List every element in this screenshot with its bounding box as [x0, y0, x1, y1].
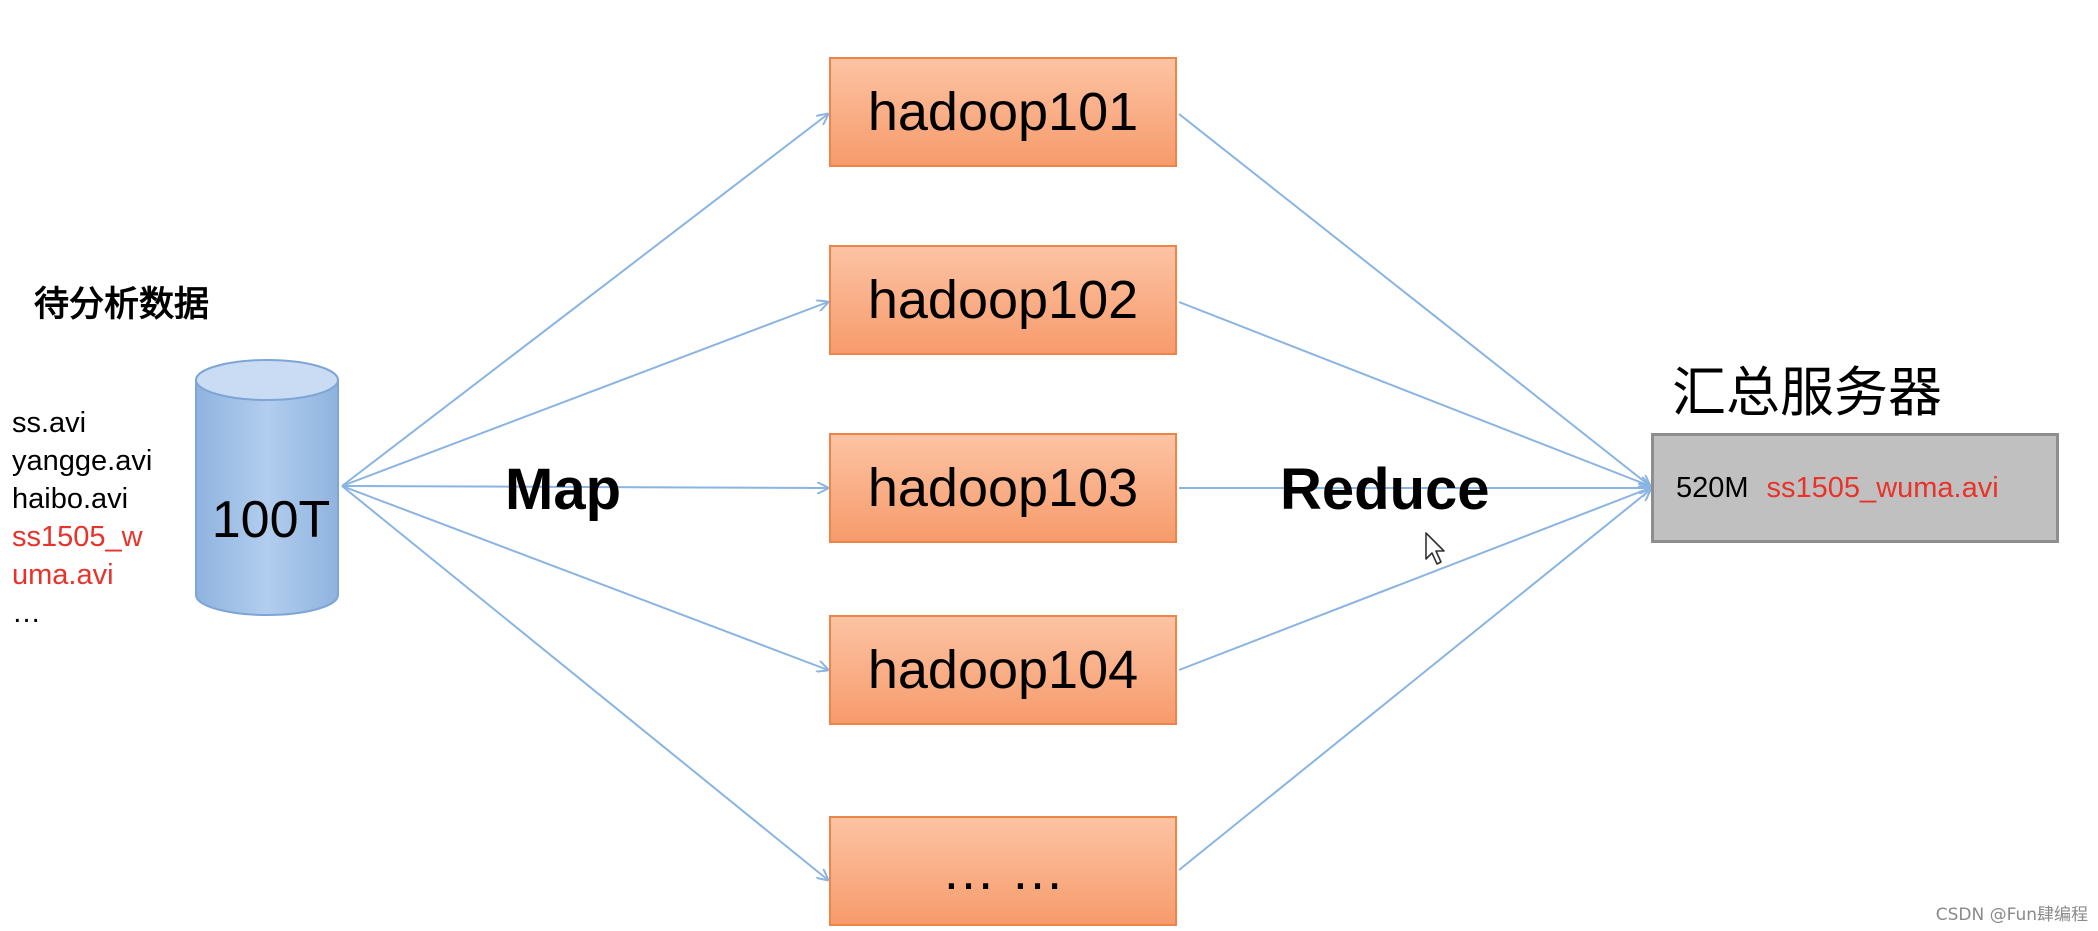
server-size: 520M	[1676, 471, 1749, 504]
reduce-stage-label: Reduce	[1280, 457, 1490, 522]
file-list: ss.avi yangge.avi haibo.avi ss1505_w uma…	[12, 404, 152, 632]
map-arrow-2	[341, 302, 828, 487]
database-label: 100T	[211, 491, 331, 549]
mouse-cursor-icon	[1425, 532, 1445, 565]
file-item-highlighted: uma.avi	[12, 559, 114, 591]
map-arrow-1	[341, 114, 828, 487]
source-title: 待分析数据	[34, 285, 210, 325]
reduce-arrow-5	[1178, 490, 1650, 871]
map-arrow-3	[341, 486, 828, 488]
map-stage-label: Map	[505, 457, 621, 522]
reduce-arrow-1	[1178, 113, 1650, 486]
map-arrow-4	[341, 485, 828, 670]
node-box: hadoop102	[829, 245, 1177, 355]
file-item: haibo.avi	[12, 483, 129, 515]
node-box-ellipsis: … …	[829, 816, 1177, 926]
file-item-ellipsis: …	[12, 597, 41, 629]
reduce-arrow-4	[1178, 488, 1650, 671]
server-title: 汇总服务器	[1672, 361, 1942, 424]
server-box: 520M ss1505_wuma.avi	[1651, 433, 2059, 543]
file-item: yangge.avi	[12, 445, 153, 477]
node-box: hadoop104	[829, 615, 1177, 725]
file-item: ss.avi	[12, 407, 87, 439]
watermark: CSDN @Fun肆编程	[1935, 905, 2088, 925]
node-box: hadoop101	[829, 57, 1177, 167]
map-arrow-5	[341, 485, 828, 880]
file-item-highlighted: ss1505_w	[12, 521, 143, 553]
server-file: ss1505_wuma.avi	[1766, 471, 1999, 504]
node-box: hadoop103	[829, 433, 1177, 543]
database-cylinder	[195, 359, 339, 616]
reduce-arrow-2	[1178, 301, 1650, 486]
